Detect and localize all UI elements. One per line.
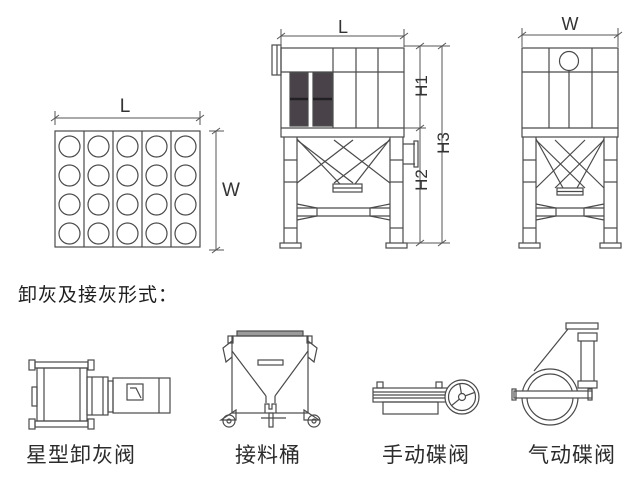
top-view-dimensions (50, 111, 224, 254)
side-view-body (521, 47, 619, 138)
top-view (54, 130, 201, 248)
side-view-width-label: W (562, 14, 579, 34)
top-view-length-label: L (120, 96, 131, 117)
side-cross-braces (535, 139, 605, 189)
side-view-dimensions (517, 28, 623, 47)
actuator-lever (565, 322, 599, 330)
front-view (271, 44, 419, 249)
device-label-pneumatic-butterfly-valve: 气动碟阀 (528, 444, 616, 467)
front-outlet-duct (403, 140, 419, 168)
barrel-handle-right (307, 340, 318, 364)
section-heading: 卸灰及接灰形式： (18, 285, 179, 306)
front-hopper (296, 138, 391, 193)
side-hopper (535, 138, 605, 196)
front-foot-left (279, 242, 302, 249)
manual-butterfly-valve-diagram (372, 379, 480, 415)
side-support-legs (522, 137, 618, 243)
front-view-h1-label: H1 (412, 75, 431, 97)
front-view-h3-label: H3 (434, 132, 453, 154)
barrel-fork (264, 403, 277, 413)
side-foot-right (599, 242, 622, 249)
top-view-width-label: W (222, 180, 240, 201)
front-tie-beam (296, 203, 391, 221)
barrel-handle-left (222, 340, 233, 364)
star-valve-diagram (28, 359, 171, 430)
filter-tube-circles (58, 135, 197, 245)
pneumatic-cylinder (580, 339, 595, 383)
barrel-top-bar (236, 330, 304, 337)
barrel-slot (257, 359, 284, 366)
device-label-manual-butterfly-valve: 手动碟阀 (382, 444, 470, 467)
motor-symbol (126, 383, 144, 401)
front-view-h2-label: H2 (412, 169, 431, 191)
device-label-receiving-barrel: 接料桶 (235, 444, 301, 467)
front-view-body (280, 47, 405, 138)
side-view (518, 47, 622, 249)
outlet-port-circle (558, 50, 580, 72)
front-view-length-label: L (338, 17, 348, 37)
front-foot-right (385, 242, 408, 249)
barrel-body (231, 335, 309, 414)
top-view-body (54, 130, 201, 248)
valve-shaft-bar (513, 390, 593, 399)
side-tie-beam (535, 203, 605, 221)
pneumatic-butterfly-valve-diagram (511, 322, 599, 426)
barrel-wheel-right (307, 414, 321, 428)
front-support-legs (283, 137, 404, 243)
receiving-barrel-diagram (219, 330, 321, 428)
device-label-star-valve: 星型卸灰阀 (26, 444, 136, 467)
barrel-wheel-left (222, 414, 236, 428)
front-cross-braces (296, 139, 391, 184)
front-view-dimensions (276, 29, 450, 247)
side-foot-left (518, 242, 541, 249)
